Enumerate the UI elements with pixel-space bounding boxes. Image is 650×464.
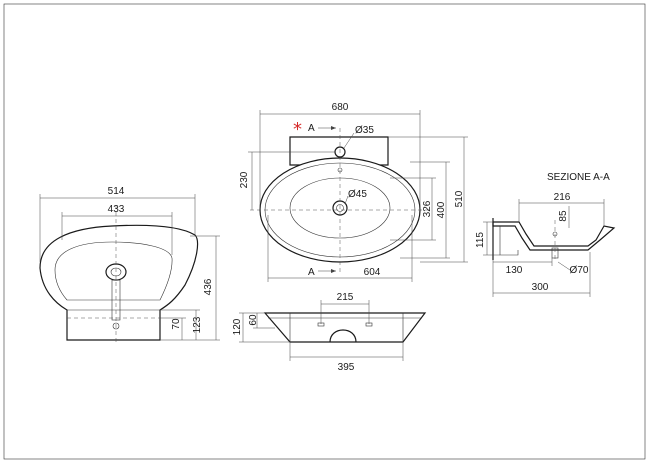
front-height-total: 436 [203,278,214,295]
bottom-drain-bulge [329,329,357,343]
front-width-inner: 433 [108,204,125,215]
section-width-top: 216 [554,192,571,203]
front-tap-hole [112,322,120,330]
section-offset: 130 [506,265,523,276]
top-depth-bowl: 400 [436,201,447,218]
section-back-support [499,226,519,256]
section-arrowhead-bottom [331,269,336,273]
top-back-height: 230 [239,171,250,188]
front-width-outer: 514 [108,186,125,197]
top-backsplash [289,136,389,166]
section-length: 300 [532,282,549,293]
section-height: 115 [475,232,486,248]
bottom-view: 215 395 120 60 [232,292,427,373]
bottom-basin-outline [263,312,427,343]
bottom-base-width: 395 [338,362,355,373]
top-width-total: 680 [332,102,349,113]
front-height-mid: 123 [192,316,203,333]
star-marker-icon: * [293,119,302,140]
top-drain-core [336,204,344,212]
bottom-holes-spacing: 215 [337,292,354,303]
leader-d70 [557,261,571,271]
top-depth-inner: 326 [422,200,433,217]
bottom-height-rim: 60 [248,314,259,326]
leader-d45 [344,195,349,205]
section-depth: 85 [558,210,569,222]
top-drain-diameter: Ø45 [348,189,367,200]
front-height-low: 70 [171,318,182,330]
section-drain-diameter: Ø70 [570,265,589,276]
section-basin-profile [492,221,616,251]
top-tap-hole-diameter: Ø35 [355,125,374,136]
drawing-frame [3,3,646,460]
section-mark-top: A [308,123,315,134]
top-view: 680 * A Ø35 Ø45 230 326 400 510 A [239,102,468,282]
bottom-height-total: 120 [232,318,243,335]
top-depth-total: 510 [454,190,465,207]
section-title: SEZIONE A-A [547,172,610,183]
section-arrowhead-top [331,126,336,130]
front-basin-inner [54,241,173,301]
section-view: SEZIONE A-A 216 85 115 130 Ø70 300 [475,172,616,297]
top-width-bowl: 604 [364,267,381,278]
front-basin-outline [39,224,199,341]
leader-d35 [343,132,355,149]
front-view: 514 433 436 123 70 [39,186,220,345]
section-mark-bottom: A [308,267,315,278]
